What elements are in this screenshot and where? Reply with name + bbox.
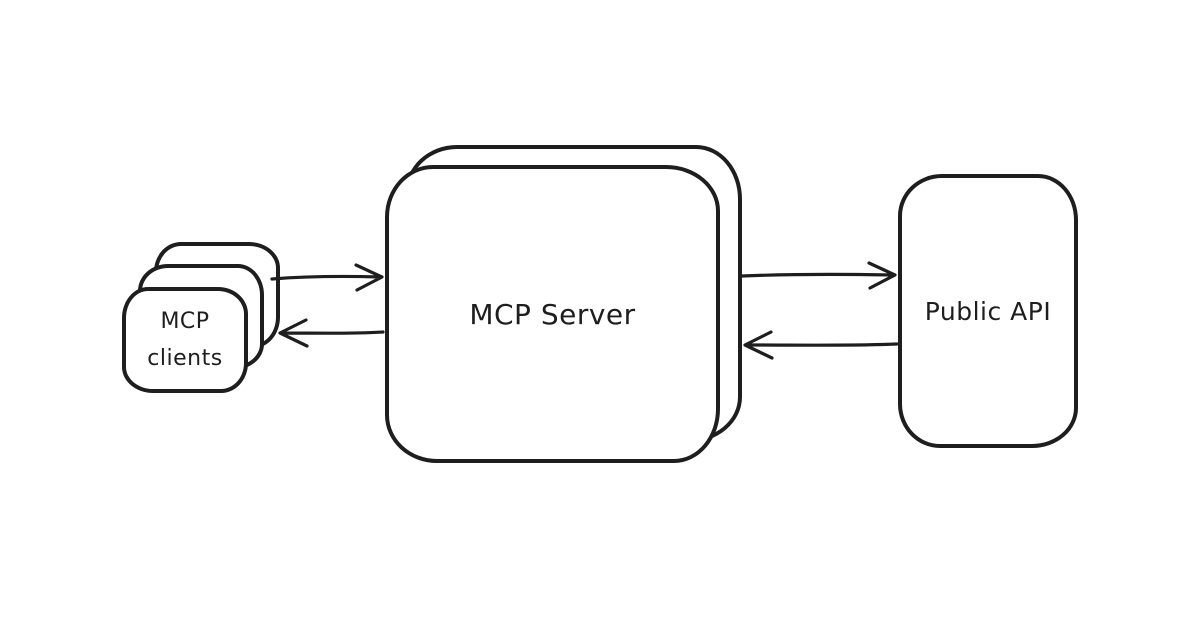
arrow-api-to-server (743, 330, 899, 360)
arrow-server-to-clients (278, 318, 385, 348)
mcp-server-label: MCP Server (469, 297, 636, 331)
mcp-clients-label: MCP clients (147, 308, 223, 371)
public-api-node: Public API (898, 174, 1078, 448)
public-api-label: Public API (924, 296, 1052, 326)
mcp-server-node: MCP Server (385, 165, 720, 463)
mcp-clients-node: MCP clients (122, 287, 248, 393)
arrow-server-to-api (740, 261, 897, 290)
arrow-clients-to-server (270, 263, 384, 292)
